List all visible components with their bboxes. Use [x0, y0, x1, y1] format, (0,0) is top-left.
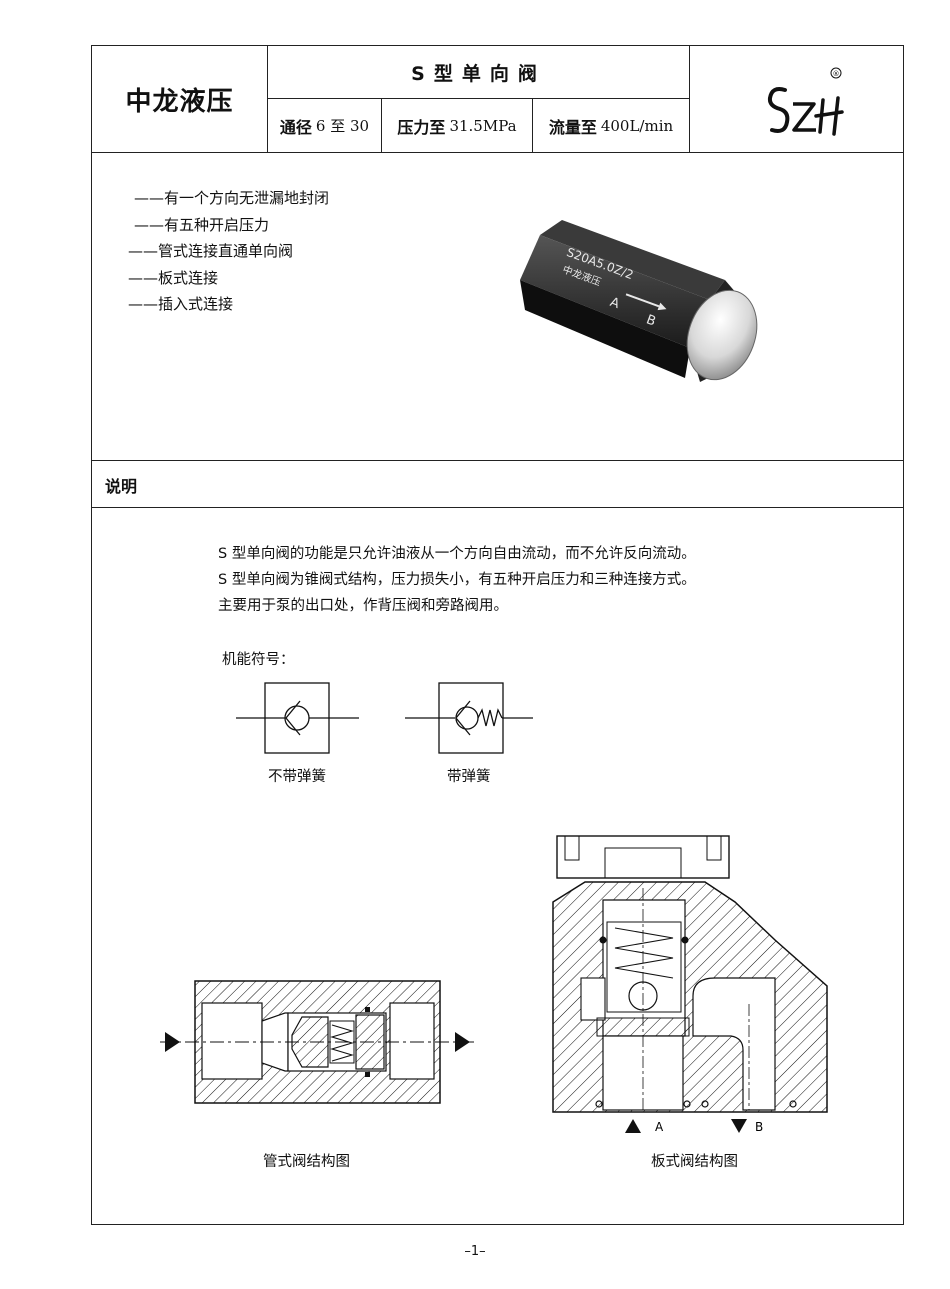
plate-port-a-arrow-icon	[625, 1119, 641, 1133]
logo-divider	[689, 45, 690, 152]
symbol-caption-no-spring: 不带弹簧	[268, 769, 326, 785]
plate-port-a-label: A	[655, 1120, 664, 1134]
spec-pressure-value: 31.5MPa	[449, 116, 517, 135]
company-name: 中龙液压	[125, 86, 234, 117]
title-divider	[268, 98, 689, 99]
spec-bore: 通径 6 至 30	[268, 99, 381, 152]
feature-list: ——有一个方向无泄漏地封闭 ——有五种开启压力 ——管式连接直通单向阀 ——板式…	[128, 185, 329, 318]
plate-port-b-label: B	[755, 1120, 763, 1134]
symbols-heading: 机能符号：	[222, 652, 295, 668]
description-text: S 型单向阀的功能是只允许油液从一个方向自由流动，而不允许反向流动。 S 型单向…	[218, 541, 696, 619]
section-divider-bottom	[91, 507, 904, 508]
feature-item: ——管式连接直通单向阀	[128, 242, 294, 260]
description-line: 主要用于泵的出口处，作背压阀和旁路阀用。	[218, 598, 508, 614]
product-title: S型单向阀	[411, 62, 546, 85]
pipe-valve-drawing	[160, 980, 475, 1104]
plate-valve-drawing: A B	[552, 835, 828, 1134]
spec-pressure: 压力至 31.5MPa	[382, 99, 532, 152]
spec-flow-label: 流量至	[548, 117, 597, 137]
plate-valve-caption: 板式阀结构图	[651, 1154, 738, 1170]
spec-flow: 流量至 400L/min	[533, 99, 689, 152]
feature-item: ——有五种开启压力	[134, 215, 270, 234]
feature-item: ——插入式连接	[128, 295, 234, 313]
description-line: S 型单向阀为锥阀式结构，压力损失小，有五种开启压力和三种连接方式。	[218, 572, 696, 588]
symbol-caption-spring: 带弹簧	[447, 769, 491, 785]
spec-divider-2	[532, 98, 533, 152]
spec-pressure-label: 压力至	[397, 117, 446, 137]
product-photo: S20A5.0Z/2 中龙液压 A B	[520, 220, 758, 382]
pipe-outlet-arrow-icon	[455, 1032, 470, 1052]
header-divider	[91, 152, 904, 153]
photo-flow-arrow	[625, 293, 660, 308]
page-frame	[91, 45, 904, 1225]
spec-flow-value: 400L/min	[600, 116, 674, 135]
feature-item: ——板式连接	[128, 268, 219, 287]
plate-port-b-arrow-icon	[731, 1119, 747, 1133]
check-valve-symbol-no-spring-icon	[236, 682, 359, 754]
spec-bore-value: 6 至 30	[315, 117, 370, 135]
section-divider-top	[91, 460, 904, 461]
brand-logo: ®	[767, 67, 844, 136]
page-number: –1–	[464, 1244, 486, 1259]
pipe-valve-caption: 管式阀结构图	[263, 1154, 350, 1170]
company-divider	[267, 45, 268, 152]
description-line: S 型单向阀的功能是只允许油液从一个方向自由流动，而不允许反向流动。	[218, 546, 696, 562]
feature-item: ——有一个方向无泄漏地封闭	[134, 189, 330, 207]
spec-divider-1	[381, 98, 382, 152]
registered-mark: ®	[833, 70, 840, 78]
spec-bore-label: 通径	[279, 117, 312, 137]
check-valve-symbol-spring-icon	[405, 682, 533, 754]
section-heading-description: 说明	[105, 477, 138, 496]
pipe-inlet-arrow-icon	[165, 1032, 180, 1052]
